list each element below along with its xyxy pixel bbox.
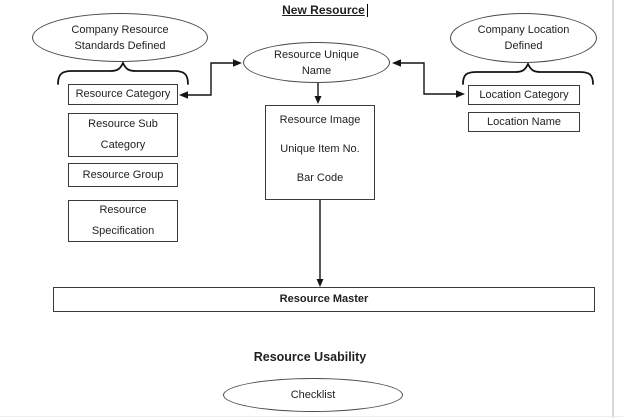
node-label: Resource Category: [75, 88, 171, 100]
arrow-unique-name-to-details: [314, 83, 322, 104]
arrowhead-into-location-category: [456, 90, 465, 98]
page-edge-bottom: [0, 416, 623, 417]
page-title[interactable]: New Resource: [230, 3, 420, 17]
page-edge-right: [612, 0, 614, 418]
node-location-name-box[interactable]: Location Name: [468, 112, 580, 132]
node-label: Location Name: [487, 115, 561, 128]
node-label-line: Company Resource: [71, 23, 169, 36]
node-label-line: Name: [301, 64, 332, 77]
node-label-line: Resource Unique: [274, 48, 359, 61]
node-company-resource-standards-ellipse[interactable]: Company Resource Standards Defined: [32, 13, 208, 62]
node-label-line: Bar Code: [296, 172, 344, 184]
curly-brace-right: [462, 61, 594, 85]
arrowhead-into-resource-category: [179, 91, 188, 99]
node-label-line: Specification: [91, 225, 155, 237]
node-label-line: Unique Item No.: [280, 143, 360, 155]
resource-usability-heading: Resource Usability: [230, 350, 390, 364]
node-label-line: Resource Image: [279, 114, 361, 126]
heading-text: Resource Usability: [253, 350, 367, 364]
arrowhead-into-unique-name-right: [392, 59, 401, 67]
node-location-category-box[interactable]: Location Category: [468, 85, 580, 105]
node-resource-details-box[interactable]: Resource Image Unique Item No. Bar Code: [265, 105, 375, 200]
node-resource-group-box[interactable]: Resource Group: [68, 163, 178, 187]
node-label-line: Category: [100, 139, 146, 151]
node-resource-category-box[interactable]: Resource Category: [68, 84, 178, 105]
node-company-location-ellipse[interactable]: Company Location Defined: [450, 13, 597, 63]
arrowhead-into-unique-name-left: [233, 59, 242, 67]
curly-brace-left: [57, 60, 189, 85]
node-label-line: Defined: [504, 40, 543, 52]
arrow-details-to-resource-master: [316, 200, 324, 287]
node-resource-unique-name-ellipse[interactable]: Resource Unique Name: [243, 42, 390, 83]
node-resource-master-box[interactable]: Resource Master: [53, 287, 595, 312]
node-label-line: Standards Defined: [74, 39, 166, 52]
node-label: Resource Group: [82, 168, 164, 181]
node-resource-sub-category-box[interactable]: Resource Sub Category: [68, 113, 178, 157]
node-label-line: Company Location: [477, 24, 570, 36]
connector-location-to-unique-name: [392, 59, 465, 98]
node-label-line: Resource Sub: [88, 118, 158, 130]
page-title-text: New Resource: [282, 3, 365, 17]
node-label: Resource Master: [279, 293, 369, 305]
text-cursor: [366, 4, 368, 17]
connector-category-to-unique-name: [179, 59, 242, 99]
node-resource-specification-box[interactable]: Resource Specification: [68, 200, 178, 242]
node-label: Checklist: [290, 389, 336, 401]
node-label: Location Category: [479, 88, 569, 101]
node-checklist-ellipse[interactable]: Checklist: [223, 378, 403, 412]
node-label-line: Resource: [99, 204, 147, 216]
